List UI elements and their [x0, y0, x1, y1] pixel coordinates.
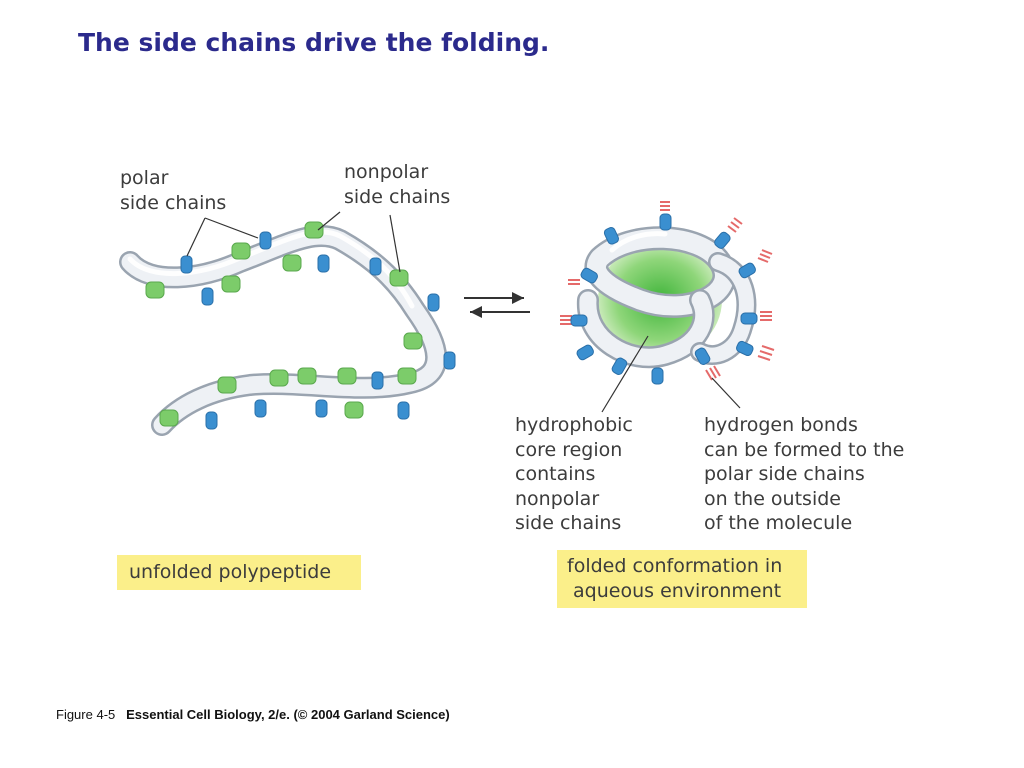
- hydrogen-bonds-label: hydrogen bonds can be formed to the pola…: [704, 414, 905, 534]
- unfolded-nonpolar-side-chains: [145, 221, 423, 427]
- polar-side-chain: [659, 213, 672, 231]
- hydrogen-bond: [568, 279, 580, 285]
- polar-side-chain: [315, 399, 328, 418]
- unfolded-polypeptide: [119, 211, 456, 436]
- polar-side-chain: [443, 351, 456, 370]
- folded-caption: folded conformation in aqueous environme…: [557, 550, 807, 608]
- polar-side-chain: [576, 344, 594, 361]
- nonpolar-side-chain: [297, 367, 317, 385]
- hydrogen-bond: [560, 315, 572, 325]
- polar-side-chain: [371, 371, 384, 390]
- polar-side-chains-label: polar side chains: [120, 167, 227, 214]
- nonpolar-side-chain: [304, 221, 324, 239]
- polar-leader-line: [186, 217, 206, 257]
- nonpolar-side-chain: [217, 376, 237, 394]
- figure-number: Figure 4-5: [56, 707, 116, 722]
- folded-backbone: [576, 226, 757, 369]
- polar-leader-line: [204, 217, 259, 239]
- polar-side-chain: [603, 227, 620, 245]
- polar-side-chain: [714, 231, 731, 249]
- polar-side-chain: [570, 314, 588, 327]
- nonpolar-side-chains-label: nonpolar side chains: [344, 161, 451, 208]
- equilibrium-arrows-icon: [464, 292, 530, 318]
- hydrogen-bond: [727, 217, 743, 233]
- unfolded-backbone-highlight: [121, 227, 445, 434]
- polar-side-chain: [205, 411, 218, 430]
- polar-side-chain: [259, 231, 272, 250]
- nonpolar-side-chain: [231, 242, 251, 260]
- hydrophobic-leader-line: [601, 335, 649, 413]
- nonpolar-side-chain: [403, 332, 423, 350]
- hydrophobic-core-label: hydrophobic core region contains nonpola…: [515, 414, 633, 534]
- hydrogen-bond: [760, 311, 772, 321]
- polar-side-chain: [254, 399, 267, 418]
- figure-credit: Figure 4-5 Essential Cell Biology, 2/e. …: [56, 707, 450, 722]
- polar-side-chain: [651, 367, 664, 385]
- nonpolar-leader-line: [389, 214, 401, 273]
- nonpolar-side-chain: [344, 401, 364, 419]
- unfolded-polar-side-chains: [180, 231, 456, 430]
- folded-polar-side-chains: [570, 213, 758, 385]
- hydrogen-bond: [660, 201, 670, 211]
- nonpolar-side-chain: [269, 369, 289, 387]
- nonpolar-side-chain: [397, 367, 417, 385]
- folded-protein: [560, 201, 775, 413]
- polar-side-chain: [317, 254, 330, 273]
- slide-title: The side chains drive the folding.: [78, 28, 550, 57]
- hydrogen-bond: [757, 249, 773, 263]
- polar-side-chain: [611, 357, 628, 375]
- polar-side-chain: [738, 262, 756, 279]
- nonpolar-side-chain: [389, 269, 409, 287]
- nonpolar-side-chain: [337, 367, 357, 385]
- nonpolar-side-chain: [145, 281, 165, 299]
- polar-side-chain: [180, 255, 193, 274]
- polar-side-chain: [694, 347, 711, 365]
- unfolded-caption: unfolded polypeptide: [117, 555, 361, 590]
- nonpolar-side-chain: [221, 275, 241, 293]
- figure-source: Essential Cell Biology, 2/e. (© 2004 Gar…: [126, 707, 450, 722]
- nonpolar-side-chain: [159, 409, 179, 427]
- polar-side-chain: [740, 312, 758, 325]
- polar-side-chain: [397, 401, 410, 420]
- hydrogen-bond: [757, 345, 775, 361]
- polar-side-chain: [427, 293, 440, 312]
- hydrogen-bond: [705, 365, 721, 381]
- polar-side-chain: [736, 340, 754, 357]
- hydrogen-bond-marks: [560, 201, 775, 381]
- nonpolar-side-chain: [282, 254, 302, 272]
- nonpolar-leader-line: [317, 211, 341, 231]
- polar-side-chain: [201, 287, 214, 306]
- hbond-leader-line: [711, 377, 741, 409]
- polar-side-chain: [369, 257, 382, 276]
- polar-side-chain: [580, 267, 598, 284]
